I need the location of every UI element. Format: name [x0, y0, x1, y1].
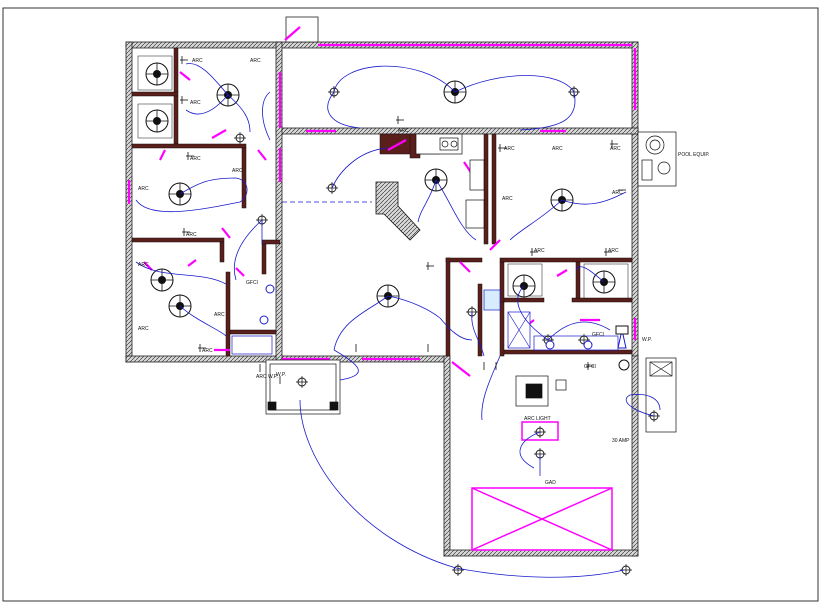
sheet-border — [2, 7, 819, 602]
arc-label: ARC — [250, 58, 261, 64]
arc-label: ARC — [138, 326, 149, 332]
fan-icon — [145, 109, 169, 133]
arc-label: ARC — [612, 190, 623, 196]
arc-label: ARC — [232, 168, 243, 174]
pool-equip-label: POOL EQUIP. — [678, 152, 709, 158]
arc-light-label: ARC LIGHT — [524, 416, 551, 422]
garage-parking — [471, 421, 613, 551]
fan-icon — [145, 62, 169, 86]
arc-label: ARC — [190, 100, 201, 106]
annotations: ARC ARC ARC ARC ARC ARC ARC ARC ARC ARC … — [138, 58, 709, 486]
arc-label: ARC — [138, 186, 149, 192]
arc-label: ARC — [190, 156, 201, 162]
gad-label: GAD — [545, 480, 556, 486]
gfci-label: GFCI — [246, 280, 258, 286]
amp-label: 30 AMP — [612, 438, 630, 444]
gfci-label: GFCI — [584, 364, 596, 370]
cabinets — [231, 131, 677, 433]
arc-label: ARC — [398, 128, 409, 134]
arc-label: ARC — [186, 232, 197, 238]
arc-label: ARC — [502, 196, 513, 202]
wp-label: W.P. — [642, 337, 652, 343]
arc-label: ARC — [202, 348, 213, 354]
arc-label: ARC — [192, 58, 203, 64]
gfci-label: GFCI — [592, 332, 604, 338]
arc-wp-label: ARC W.P. — [256, 374, 278, 380]
plumbing-fixtures — [259, 284, 630, 371]
arc-label: ARC — [552, 146, 563, 152]
arc-label: ARC — [608, 248, 619, 254]
arc-label: ARC — [504, 146, 515, 152]
arc-label: ARC — [610, 146, 621, 152]
arc-label: ARC — [214, 312, 225, 318]
wiring — [135, 63, 661, 578]
kitchen-island — [375, 181, 421, 241]
switch-symbols — [180, 56, 626, 384]
arc-label: ARC — [138, 262, 149, 268]
wp-label: W.P. — [276, 372, 286, 378]
arc-label: ARC — [534, 248, 545, 254]
